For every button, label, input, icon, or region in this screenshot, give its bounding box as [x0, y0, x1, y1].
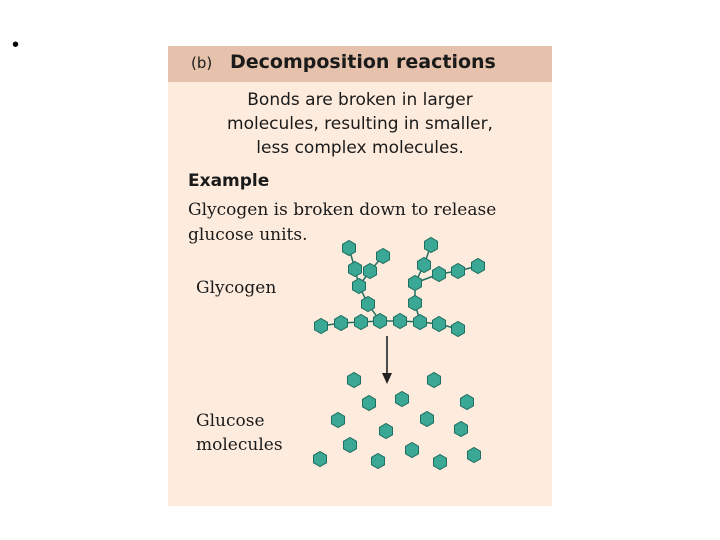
- hexagon-icon: [353, 279, 366, 294]
- hexagon-icon: [421, 412, 434, 427]
- hexagon-icon: [452, 322, 465, 337]
- hexagon-icon: [363, 396, 376, 411]
- hexagon-icon: [468, 448, 481, 463]
- hexagon-icon: [364, 264, 377, 279]
- hexagon-icon: [335, 316, 348, 331]
- arrow-down-icon: [382, 336, 392, 384]
- hexagon-icon: [314, 452, 327, 467]
- hexagon-icon: [332, 413, 345, 428]
- hexagon-icon: [362, 297, 375, 312]
- hexagon-icon: [380, 424, 393, 439]
- glycogen-molecule: [315, 238, 485, 337]
- hexagon-icon: [433, 267, 446, 282]
- hexagon-icon: [455, 422, 468, 437]
- hexagon-icon: [343, 241, 356, 256]
- hexagon-icon: [394, 314, 407, 329]
- glucose-molecules: [314, 373, 481, 470]
- hexagon-icon: [348, 373, 361, 388]
- hexagon-icon: [315, 319, 328, 334]
- hexagon-icon: [434, 455, 447, 470]
- hexagon-icon: [472, 259, 485, 274]
- hexagon-icon: [452, 264, 465, 279]
- hexagon-icon: [396, 392, 409, 407]
- hexagon-icon: [349, 262, 362, 277]
- hexagon-icon: [414, 315, 427, 330]
- hexagon-icon: [344, 438, 357, 453]
- hexagon-icon: [461, 395, 474, 410]
- hexagon-icon: [428, 373, 441, 388]
- hexagon-icon: [406, 443, 419, 458]
- hexagon-icon: [425, 238, 438, 253]
- hexagon-icon: [418, 258, 431, 273]
- hexagon-icon: [372, 454, 385, 469]
- hexagon-icon: [374, 314, 387, 329]
- hexagon-icon: [409, 296, 422, 311]
- hexagon-icon: [433, 317, 446, 332]
- hexagon-icon: [377, 249, 390, 264]
- hexagon-icon: [409, 276, 422, 291]
- hexagon-icon: [355, 315, 368, 330]
